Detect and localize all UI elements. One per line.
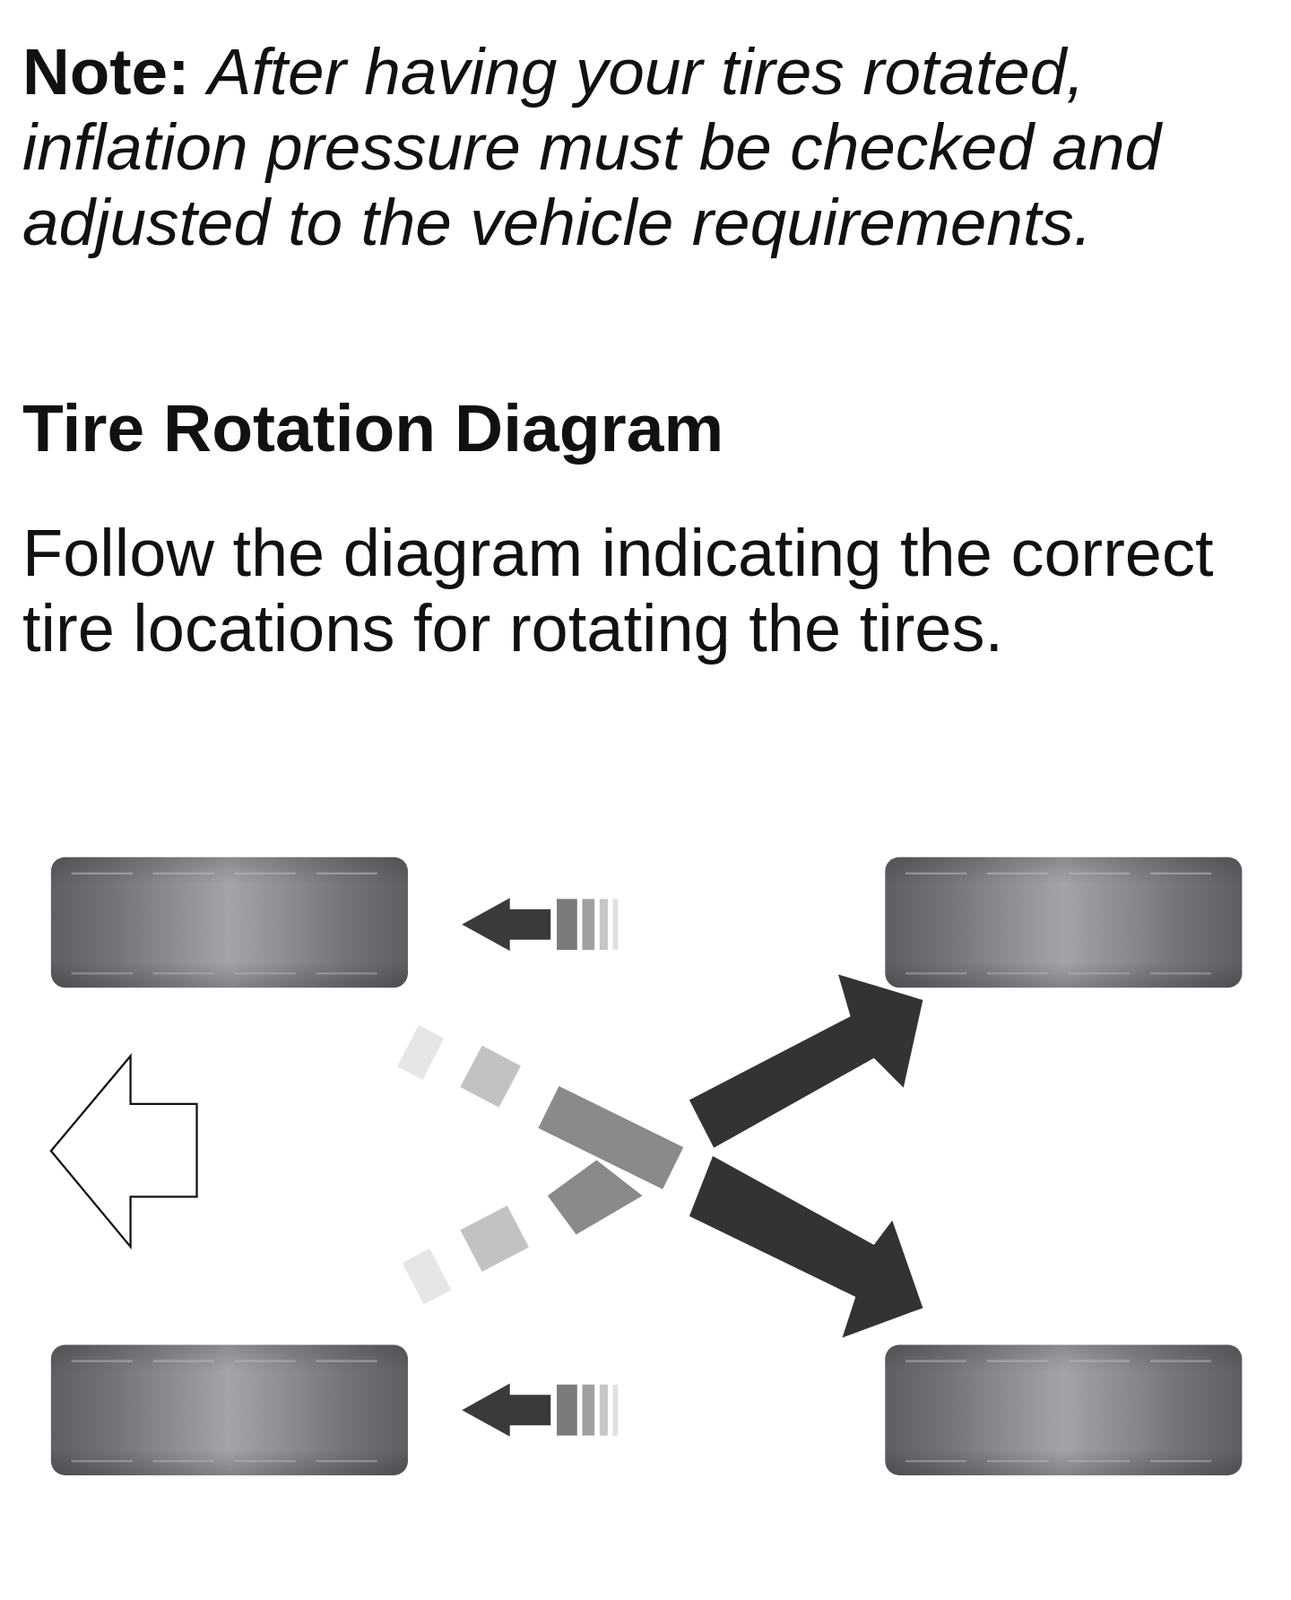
note-body: After having your tires rotated, inflati… [22, 34, 1162, 259]
note-text: Note: After having your tires rotated, i… [22, 34, 1274, 260]
tire-front-right [51, 1343, 408, 1475]
tire-front-left [51, 857, 408, 988]
faded-cross-dashes [407, 1045, 674, 1283]
direction-arrow [51, 1055, 198, 1247]
diagram-title: Tire Rotation Diagram [22, 387, 724, 468]
small-arrow-top [461, 897, 618, 951]
instruction-text: Follow the diagram indicating the correc… [22, 515, 1278, 667]
tire-rear-left [884, 857, 1242, 988]
cross-arrows [689, 974, 923, 1338]
small-arrow-bottom [461, 1383, 618, 1437]
tire-rear-right [884, 1343, 1242, 1475]
note-label: Note: [22, 34, 191, 108]
